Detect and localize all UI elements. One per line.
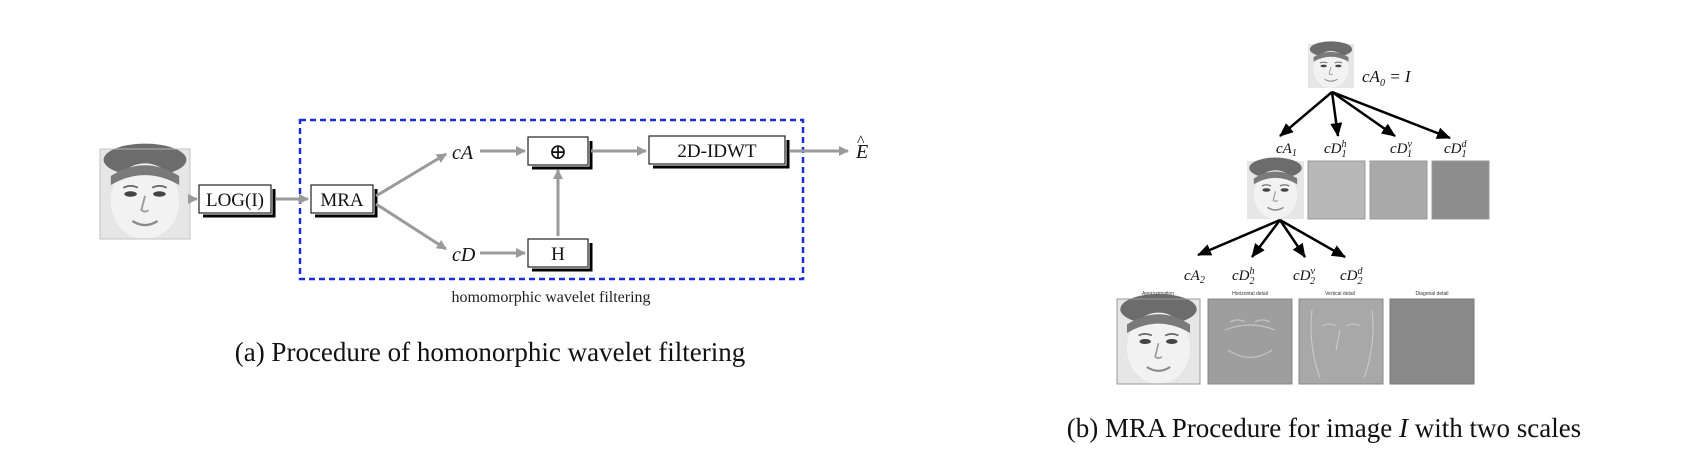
mra-box-label: MRA xyxy=(320,190,364,211)
svg-text:Vertical detail: Vertical detail xyxy=(1325,291,1355,297)
h-box-label: H xyxy=(551,244,565,265)
level1-horizontal-tile xyxy=(1307,160,1366,220)
log-box-label: LOG(I) xyxy=(206,190,264,211)
h-box: H xyxy=(527,238,593,272)
sum-box: ⊕ xyxy=(527,136,593,170)
log-box: LOG(I) xyxy=(198,184,276,218)
top-label: cA0 = I xyxy=(1362,67,1412,89)
level2-diagonal-tile xyxy=(1389,298,1475,385)
level1-arrows xyxy=(1279,90,1451,140)
svg-text:Diagonal detail: Diagonal detail xyxy=(1415,291,1448,297)
idwt-box-label: 2D-IDWT xyxy=(677,141,757,162)
idwt-box: 2D-IDWT xyxy=(648,135,790,169)
svg-text:cA1: cA1 xyxy=(1276,141,1297,159)
output-hat-label: ^ xyxy=(857,133,865,150)
caption-a: (a) Procedure of homonorphic wavelet fil… xyxy=(235,337,746,367)
level2-horizontal-tile xyxy=(1207,298,1293,385)
level2-approximation-tile xyxy=(1115,292,1202,386)
ca-label: cA xyxy=(452,142,474,164)
svg-text:cA2: cA2 xyxy=(1184,268,1205,286)
mra-box: MRA xyxy=(310,184,378,218)
frame-label: homomorphic wavelet filtering xyxy=(451,289,650,306)
level2-tiles: Approximation Horizontal detail Vertical… xyxy=(1115,291,1475,386)
level2-vertical-tile xyxy=(1298,298,1384,385)
source-image-top xyxy=(1307,40,1355,89)
level1-diagonal-tile xyxy=(1431,160,1490,220)
level2-arrows xyxy=(1197,218,1346,259)
input-face-image xyxy=(98,142,192,241)
level1-vertical-tile xyxy=(1369,160,1428,220)
flow-arrows xyxy=(188,146,849,258)
level1-tiles xyxy=(1246,156,1490,220)
caption-b: (b) MRA Procedure for image I with two s… xyxy=(1067,413,1581,443)
cd-label: cD xyxy=(452,244,476,266)
output-e-label: E xyxy=(855,141,868,163)
panel-a: homomorphic wavelet filtering LOG(I) MRA… xyxy=(98,118,868,367)
sum-box-label: ⊕ xyxy=(549,139,567,164)
svg-text:Horizontal detail: Horizontal detail xyxy=(1232,291,1268,297)
